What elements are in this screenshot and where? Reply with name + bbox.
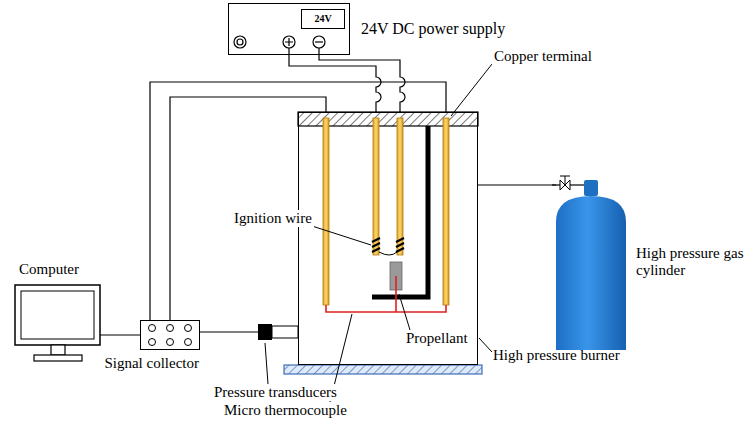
computer: Computer — [15, 285, 100, 362]
collector-label: Signal collector — [104, 355, 199, 372]
gas-cylinder: High pressure gas cylinder — [556, 175, 626, 350]
part-label: Propellant — [404, 330, 470, 347]
power-supply: 24V DC power supply24V — [228, 3, 350, 55]
part-label: Copper terminal — [492, 48, 594, 65]
gas-pipe — [478, 185, 556, 186]
display-reading: 24V — [314, 13, 331, 25]
thermocouple-sheath — [372, 126, 428, 297]
micro-thermocouple — [326, 276, 446, 312]
leader-lines — [265, 64, 492, 402]
voltage-display: 24V — [301, 9, 345, 29]
computer-monitor — [15, 285, 100, 361]
ignition-wire-coils — [372, 238, 404, 255]
high-pressure-burner: High pressure burner — [298, 112, 478, 365]
cylinder-label: High pressure gas cylinder — [636, 245, 744, 280]
burner-label: High pressure burner — [493, 347, 620, 364]
burner-base — [284, 365, 482, 374]
data-cable — [100, 335, 140, 336]
computer-label: Computer — [19, 261, 79, 278]
part-label: Micro thermocouple — [222, 402, 349, 419]
part-label: Pressure transducers — [212, 384, 339, 401]
copper-terminals — [323, 118, 449, 305]
signal-collector: Signal collector — [140, 320, 200, 350]
gas-cylinder — [552, 176, 626, 350]
supply-controls — [234, 36, 325, 48]
pressure-transducer — [258, 324, 298, 340]
part-label: Ignition wire — [232, 210, 314, 227]
collector-sockets — [149, 325, 192, 346]
supply-label: 24V DC power supply — [361, 20, 505, 38]
